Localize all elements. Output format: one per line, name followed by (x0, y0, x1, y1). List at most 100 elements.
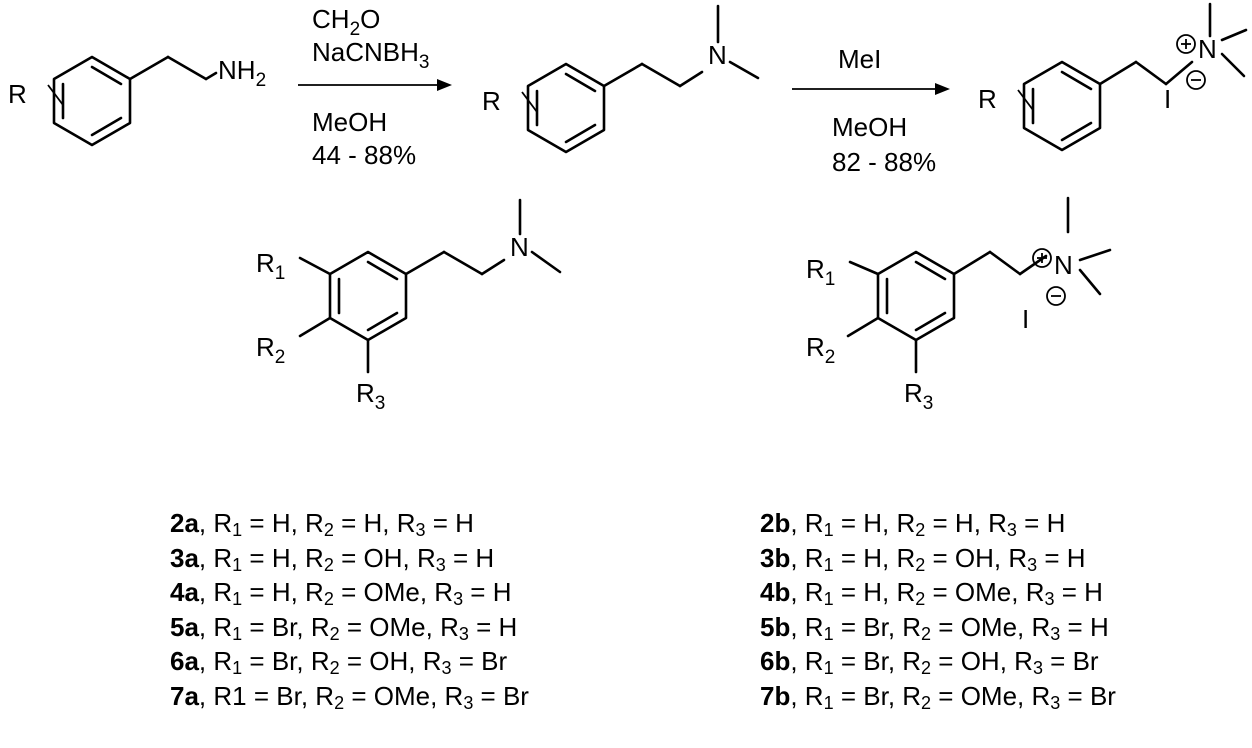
r2-value: OH (369, 646, 409, 676)
r2-label: R (310, 646, 330, 676)
reaction-arrow-1 (298, 79, 452, 91)
r2-value: H (954, 508, 974, 538)
compound-id: 5b (760, 611, 791, 642)
iodide-label-2: I (1022, 304, 1029, 334)
positive-charge-icon (1032, 248, 1052, 268)
r3-subscript: 3 (1044, 589, 1055, 609)
compound-id: 4a (170, 577, 199, 607)
compound-id: 7a (170, 680, 199, 711)
r3-subscript: 3 (435, 554, 446, 575)
r1-subscript: 1 (232, 520, 243, 540)
r2-value: OMe (373, 680, 431, 711)
reagent-nacnbh3: NaCNBH3 (312, 37, 430, 73)
compound-id: 6a (170, 646, 199, 676)
nitrogen-label-1: N (708, 40, 727, 70)
r3-value: H (1066, 542, 1086, 573)
r3-label-a: R3 (356, 378, 385, 414)
r2-label: R (305, 542, 324, 573)
benzene-ring-2 (526, 62, 606, 154)
r3-value: H (492, 577, 512, 607)
compound-row: 7b, R1 = Br, R2 = OMe, R3 = Br (760, 680, 1116, 713)
r1-subscript: 1 (232, 658, 243, 678)
positive-charge-icon (1176, 34, 1196, 54)
r3-value: Br (502, 680, 529, 711)
compound-id: 2a (170, 508, 199, 538)
r2-subscript: 2 (921, 692, 932, 713)
r-label-3: R (978, 84, 997, 114)
r2-label-b: R2 (806, 332, 835, 368)
r2-label: R (310, 611, 330, 642)
r1-value: Br (863, 611, 888, 642)
r3-subscript: 3 (1050, 623, 1061, 644)
r3-subscript: 3 (415, 520, 426, 540)
r1-label: R1 (213, 680, 247, 711)
r3-label: R (416, 542, 436, 573)
r3-value: Br (1072, 646, 1099, 676)
r2-subscript: 2 (921, 658, 932, 678)
generic-ammonium-structure: R1 R2 R3 N I (806, 196, 1112, 414)
r2-value: OH (954, 542, 994, 573)
reagent-mei: MeI (838, 44, 881, 74)
r1-label: R (213, 577, 233, 607)
r1-label: R (213, 646, 233, 676)
r1-subscript: 1 (823, 692, 834, 713)
r2-subscript: 2 (323, 589, 334, 609)
r3-label: R (396, 508, 416, 538)
r1-subscript: 1 (232, 623, 243, 644)
r1-label: R (804, 577, 824, 607)
reaction-scheme: R NH2 CH2O NaCNBH3 MeOH 44 - 88% R N MeI… (8, 2, 1248, 414)
r3-value: H (1046, 508, 1066, 538)
iodide-label-1: I (1164, 84, 1171, 114)
r1-value: H (271, 508, 291, 538)
r3-value: H (1084, 577, 1103, 607)
benzene-ring-3 (1022, 60, 1102, 152)
dimethylamine-structure: R N (482, 4, 760, 154)
r3-label: R (1014, 646, 1033, 676)
r2-value: OMe (960, 611, 1018, 642)
r3-label: R (1031, 680, 1051, 711)
compound-id: 3b (760, 542, 791, 573)
negative-charge-icon (1186, 70, 1206, 90)
r3-label: R (988, 508, 1007, 538)
r2-label: R (902, 680, 922, 711)
r2-subscript: 2 (334, 692, 345, 713)
quaternary-ammonium-structure: R N I (978, 2, 1248, 152)
r-label-1: R (8, 79, 27, 109)
compound-id: 6b (760, 646, 791, 676)
r3-label: R (1008, 542, 1028, 573)
r1-subscript: 1 (232, 554, 243, 575)
r1-value: H (863, 542, 883, 573)
r2-label: R (902, 611, 922, 642)
compound-id: 7b (760, 680, 791, 711)
r1-value: Br (863, 646, 888, 676)
reaction-arrow-2 (792, 83, 950, 95)
compound-id: 3a (170, 542, 199, 573)
r3-label: R (440, 611, 459, 642)
r1-label: R (804, 611, 824, 642)
r2-label: R (305, 508, 324, 538)
compound-row: 5a, R1 = Br, R2 = OMe, R3 = H (170, 611, 518, 644)
r2-label: R (305, 577, 324, 607)
compound-row: 2b, R1 = H, R2 = H, R3 = H (760, 508, 1066, 540)
r2-label: R (315, 680, 335, 711)
r1-label: R (804, 646, 824, 676)
r2-value: OMe (369, 611, 426, 642)
r2-label: R (896, 508, 916, 538)
r3-value: Br (481, 646, 508, 676)
r2-value: OH (363, 542, 403, 573)
r2-subscript: 2 (323, 554, 334, 575)
r2-subscript: 2 (323, 520, 334, 540)
r2-label: R (902, 646, 922, 676)
r3-label: R (1031, 611, 1051, 642)
compound-row: 3b, R1 = H, R2 = OH, R3 = H (760, 542, 1086, 575)
r3-label-b: R3 (904, 378, 933, 414)
r2-subscript: 2 (915, 589, 926, 609)
r3-subscript: 3 (1006, 520, 1017, 540)
generic-amine-structure: R1 R2 R3 N (256, 198, 562, 414)
benzene-ring-4 (328, 250, 408, 342)
r1-value: Br (271, 611, 297, 642)
compound-id: 4b (760, 577, 791, 607)
r3-value: H (1089, 611, 1109, 642)
compound-row: 4a, R1 = H, R2 = OMe, R3 = H (170, 577, 512, 609)
